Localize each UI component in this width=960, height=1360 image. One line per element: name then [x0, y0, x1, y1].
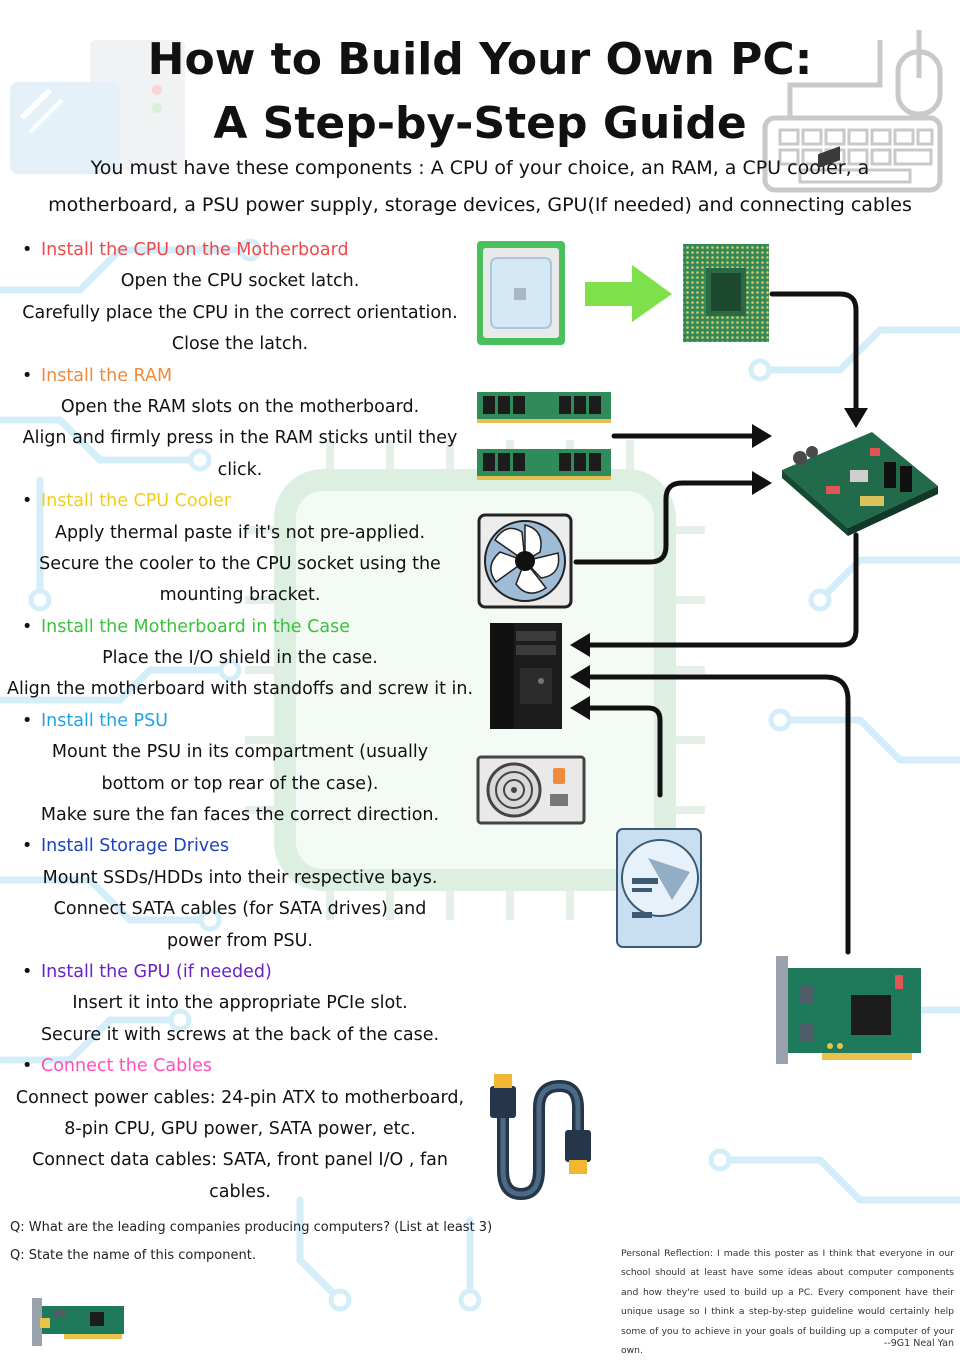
question-1: Q: What are the leading companies produc…: [10, 1220, 493, 1235]
psu-icon: [476, 755, 586, 825]
step-instruction: Connect power cables: 24-pin ATX to moth…: [15, 1087, 465, 1108]
step-instruction: 8-pin CPU, GPU power, SATA power, etc.: [64, 1118, 416, 1139]
title-line-1: How to Build Your Own PC:: [147, 34, 813, 85]
motherboard-icon: [782, 146, 938, 536]
flow-arrowheads: [570, 408, 868, 720]
ram-stick-icon: [477, 392, 611, 423]
step-instruction: Connect data cables: SATA, front panel I…: [32, 1150, 448, 1171]
step-instruction: Align and firmly press in the RAM sticks…: [22, 428, 458, 449]
step-heading: Install the CPU Cooler: [0, 486, 480, 518]
components-intro: You must have these components : A CPU o…: [0, 150, 960, 224]
step-install-motherboard: Install the Motherboard in the Case Plac…: [0, 612, 480, 706]
pc-case-icon: [490, 623, 562, 729]
step-instruction: Mount SSDs/HDDs into their respective ba…: [42, 867, 438, 888]
step-heading: Install the Motherboard in the Case: [0, 612, 480, 644]
step-install-cooler: Install the CPU Cooler Apply thermal pas…: [0, 486, 480, 612]
step-instruction: Align the motherboard with standoffs and…: [6, 679, 474, 700]
step-connect-cables: Connect the Cables Connect power cables:…: [0, 1051, 480, 1208]
step-instruction: Close the latch.: [171, 334, 309, 355]
step-instruction: mounting bracket.: [159, 585, 321, 606]
step-instruction: power from PSU.: [167, 930, 313, 951]
step-instruction: bottom or top rear of the case).: [101, 773, 379, 794]
step-instruction: Connect SATA cables (for SATA drives) an…: [53, 899, 427, 920]
flow-connectors: [573, 291, 859, 955]
arrow-right-icon: [585, 265, 672, 322]
step-install-storage: Install Storage Drives Mount SSDs/HDDs i…: [0, 831, 480, 957]
monitor-icon: [10, 40, 185, 174]
ram-stick-icon: [477, 449, 611, 480]
expansion-card-icon: [32, 1298, 124, 1346]
step-install-gpu: Install the GPU (if needed) Insert it in…: [0, 957, 480, 1051]
step-install-ram: Install the RAM Open the RAM slots on th…: [0, 361, 480, 487]
step-instruction: Secure the cooler to the CPU socket usin…: [39, 553, 441, 574]
step-instruction: Insert it into the appropriate PCIe slot…: [72, 993, 408, 1014]
gpu-card-icon: [776, 956, 921, 1064]
step-instruction: Carefully place the CPU in the correct o…: [22, 302, 458, 323]
cooler-fan-icon: [477, 513, 573, 609]
cable-connector-icon: [490, 1074, 591, 1201]
step-instruction: Apply thermal paste if it's not pre-appl…: [54, 522, 426, 543]
cpu-chip-icon: [477, 241, 565, 345]
author-signature: --9G1 Neal Yan: [883, 1338, 954, 1349]
step-instruction: Make sure the fan faces the correct dire…: [40, 805, 440, 826]
step-heading: Install the RAM: [0, 361, 480, 393]
step-heading: Install Storage Drives: [0, 831, 480, 863]
steps-list: Install the CPU on the Motherboard Open …: [0, 235, 480, 1208]
step-instruction: Open the CPU socket latch.: [120, 271, 360, 292]
hard-drive-icon: [616, 828, 702, 948]
step-heading: Install the CPU on the Motherboard: [0, 235, 480, 267]
step-instruction: Mount the PSU in its compartment (usuall…: [51, 742, 429, 763]
intro-line-2: motherboard, a PSU power supply, storage…: [48, 194, 912, 216]
step-instruction: Secure it with screws at the back of the…: [40, 1024, 440, 1045]
question-2: Q: State the name of this component.: [10, 1248, 256, 1263]
keyboard-icon: [762, 40, 943, 193]
personal-reflection: Personal Reflection: I made this poster …: [621, 1248, 954, 1357]
intro-line-1: You must have these components : A CPU o…: [90, 157, 870, 179]
step-instruction: Place the I/O shield in the case.: [102, 648, 378, 669]
step-install-psu: Install the PSU Mount the PSU in its com…: [0, 706, 480, 832]
step-heading: Connect the Cables: [0, 1051, 480, 1083]
step-instruction: Open the RAM slots on the motherboard.: [60, 396, 420, 417]
cpu-socket-icon: [683, 244, 769, 342]
step-instruction: click.: [217, 459, 263, 480]
page-title: How to Build Your Own PC: A Step-by-Step…: [0, 28, 960, 156]
step-instruction: cables.: [209, 1181, 271, 1202]
step-heading: Install the GPU (if needed): [0, 957, 480, 989]
mouse-icon: [895, 30, 943, 117]
step-heading: Install the PSU: [0, 706, 480, 738]
step-install-cpu: Install the CPU on the Motherboard Open …: [0, 235, 480, 361]
title-line-2: A Step-by-Step Guide: [213, 98, 747, 149]
